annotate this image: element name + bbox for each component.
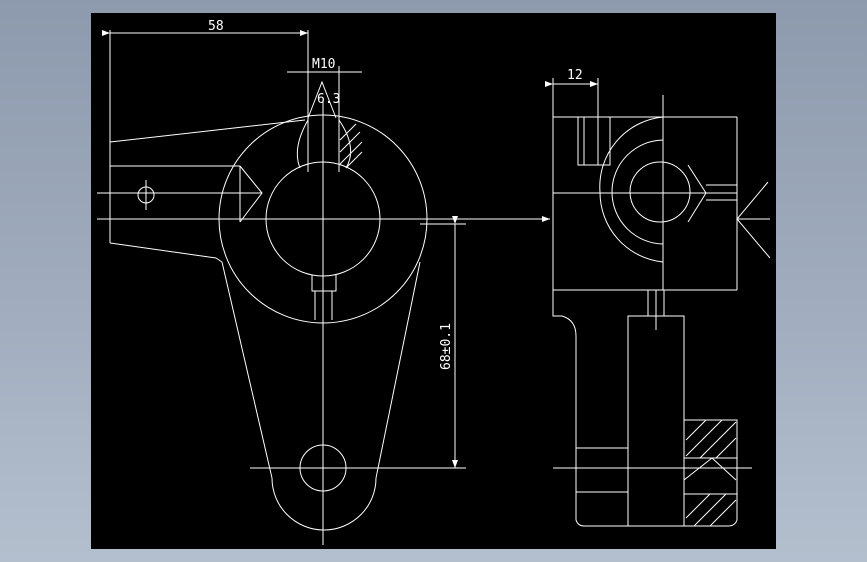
technical-drawing: 58 M10 6.3 68±0.1 <box>97 19 771 545</box>
front-view <box>97 100 550 545</box>
dim-58: 58 <box>102 19 309 142</box>
dim-m10: M10 6.3 <box>287 57 362 119</box>
drill-point <box>239 165 263 223</box>
arm-top-edge <box>109 119 306 143</box>
dim-m10-label: M10 <box>312 57 335 72</box>
dim-12: 12 <box>545 68 599 117</box>
dim-68: 68±0.1 <box>346 216 466 469</box>
cad-canvas: 58 M10 6.3 68±0.1 <box>91 13 776 549</box>
keyway <box>311 275 337 292</box>
side-left-outline <box>552 80 577 468</box>
lever-body <box>221 261 421 531</box>
hatch-thread <box>339 123 363 169</box>
side-fork-left <box>575 447 629 493</box>
hatch-fork <box>685 419 737 527</box>
side-slot <box>577 116 611 166</box>
side-outer-arc <box>599 116 664 263</box>
dim-6-3-label: 6.3 <box>317 92 340 107</box>
side-lever-arm <box>627 315 685 527</box>
side-view <box>552 80 771 527</box>
side-fork-right <box>684 419 738 527</box>
dim-58-label: 58 <box>208 19 224 34</box>
dim-12-label: 12 <box>567 68 583 83</box>
side-bore-circle <box>629 161 691 223</box>
dim-68-label: 68±0.1 <box>439 323 454 370</box>
arm-bottom-edge <box>109 242 217 259</box>
